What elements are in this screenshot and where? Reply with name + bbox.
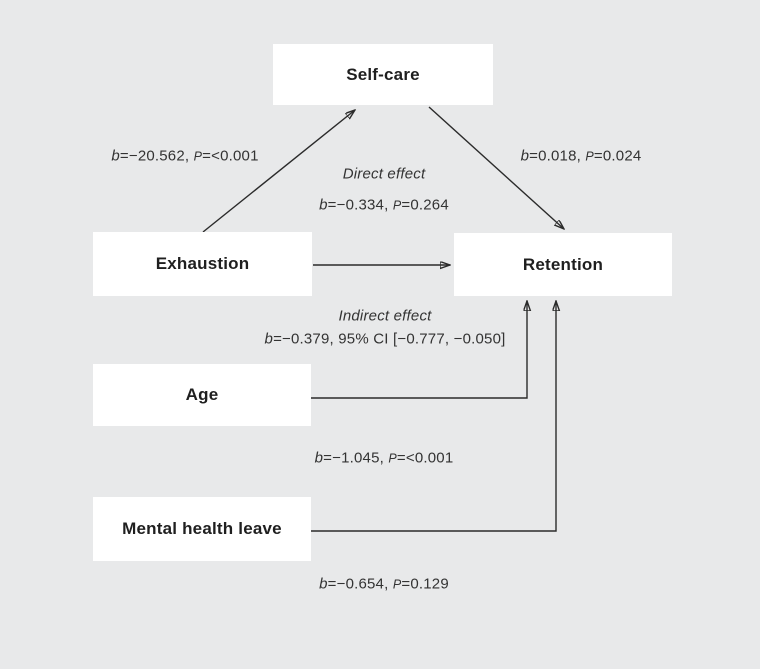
stat-age-retention: b=−1.045, P=<0.001: [314, 449, 454, 467]
stat-selfcare-retention: b=0.018, P=0.024: [520, 147, 642, 165]
indirect-effect-title: Indirect effect: [338, 307, 432, 325]
box-retention-label: Retention: [522, 254, 604, 274]
b-symbol: b: [319, 196, 328, 214]
box-self-care: Self-care: [273, 44, 493, 105]
p-symbol: P: [585, 149, 594, 164]
b-symbol: b: [111, 147, 120, 165]
b-symbol: b: [314, 449, 324, 467]
b-symbol: b: [520, 147, 530, 165]
arrow-exhaustion-to-selfcare: [202, 110, 355, 233]
arrow-age-to-retention: [311, 301, 527, 399]
box-retention: Retention: [454, 233, 672, 296]
box-self-care-label: Self-care: [346, 64, 420, 84]
stat-exhaustion-selfcare: b=−20.562, P=<0.001: [111, 147, 259, 165]
box-exhaustion-label: Exhaustion: [155, 254, 250, 273]
b-symbol: b: [264, 330, 274, 348]
arrow-mental-health-leave-to-retention: [311, 301, 556, 532]
p-symbol: P: [193, 149, 203, 164]
box-mental-health-leave-label: Mental health leave: [122, 519, 282, 538]
box-age: Age: [93, 364, 311, 426]
box-mental-health-leave: Mental health leave: [93, 497, 311, 561]
stat-direct-effect: b=−0.334, P=0.264: [319, 196, 449, 214]
stat-mental-health-leave-retention: b=−0.654, P=0.129: [319, 575, 449, 593]
p-symbol: P: [388, 451, 397, 466]
p-symbol: P: [392, 198, 402, 213]
direct-effect-title: Direct effect: [342, 165, 426, 183]
p-symbol: P: [392, 577, 402, 592]
stat-indirect-effect: b=−0.379, 95% CI [−0.777, −0.050]: [264, 330, 506, 348]
b-symbol: b: [319, 575, 328, 593]
box-exhaustion: Exhaustion: [93, 232, 312, 296]
arrow-selfcare-to-retention: [428, 106, 564, 229]
box-age-label: Age: [185, 385, 219, 404]
